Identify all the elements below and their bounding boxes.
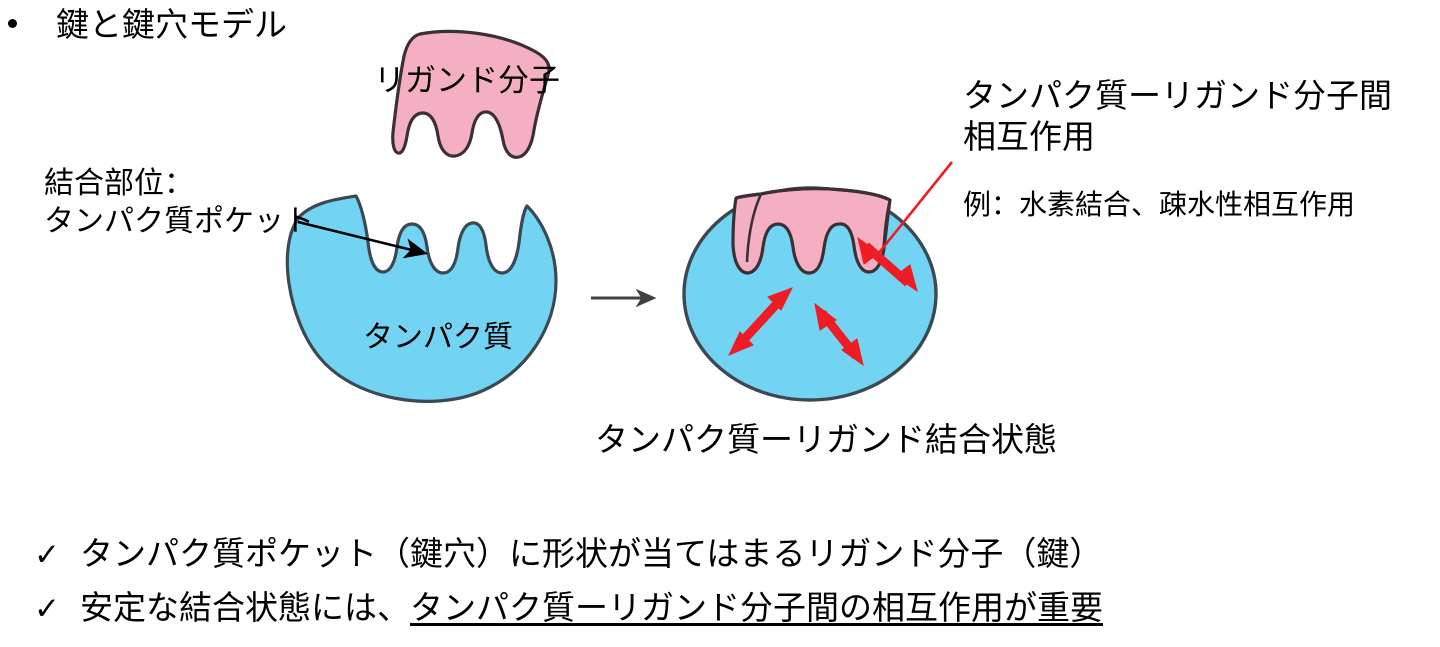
binding-site-label-line1: 結合部位：: [44, 167, 194, 200]
protein-label: タンパク質: [363, 321, 513, 354]
binding-site-label: 結合部位： タンパク質ポケット: [44, 165, 314, 240]
annotation-pointer-line: [876, 161, 954, 255]
interaction-annotation-title-line1: タンパク質ーリガンド分子間: [963, 77, 1392, 114]
protein-ligand-complex-shape: [682, 186, 938, 402]
title-bullet-icon: [8, 19, 17, 28]
interaction-annotation-title: タンパク質ーリガンド分子間 相互作用: [963, 76, 1392, 157]
check-icon: ✓: [34, 537, 60, 572]
interaction-arrow-middle: [814, 302, 864, 367]
interaction-arrows: [727, 236, 918, 367]
takeaway-item-2-text-underlined: タンパク質ーリガンド分子間の相互作用が重要: [410, 589, 1103, 626]
takeaway-item-2-text-plain: 安定な結合状態には、: [80, 589, 410, 626]
interaction-annotation-title-line2: 相互作用: [963, 117, 1095, 155]
pocket-pointer-arrow: [297, 220, 428, 259]
protein-apo-shape: [285, 194, 558, 403]
takeaway-item-2: ✓ 安定な結合状態には、タンパク質ーリガンド分子間の相互作用が重要: [34, 589, 1103, 628]
complex-caption: タンパク質ーリガンド結合状態: [595, 421, 1057, 458]
interaction-arrow-left: [727, 287, 794, 356]
slide-title-row: 鍵と鍵穴モデル: [0, 6, 700, 52]
binding-site-label-line2: タンパク質ポケット: [44, 204, 314, 238]
takeaway-item-1: ✓ タンパク質ポケット（鍵穴）に形状が当てはまるリガンド分子（鍵）: [34, 535, 1102, 574]
ligand-label: リガンド分子: [374, 63, 560, 98]
interaction-arrow-right: [857, 236, 918, 293]
page-title: 鍵と鍵穴モデル: [56, 6, 287, 43]
check-icon: ✓: [34, 591, 60, 626]
interaction-annotation-example: 例：水素結合、疎水性相互作用: [963, 189, 1356, 220]
takeaway-item-1-text: タンパク質ポケット（鍵穴）に形状が当てはまるリガンド分子（鍵）: [80, 535, 1103, 572]
